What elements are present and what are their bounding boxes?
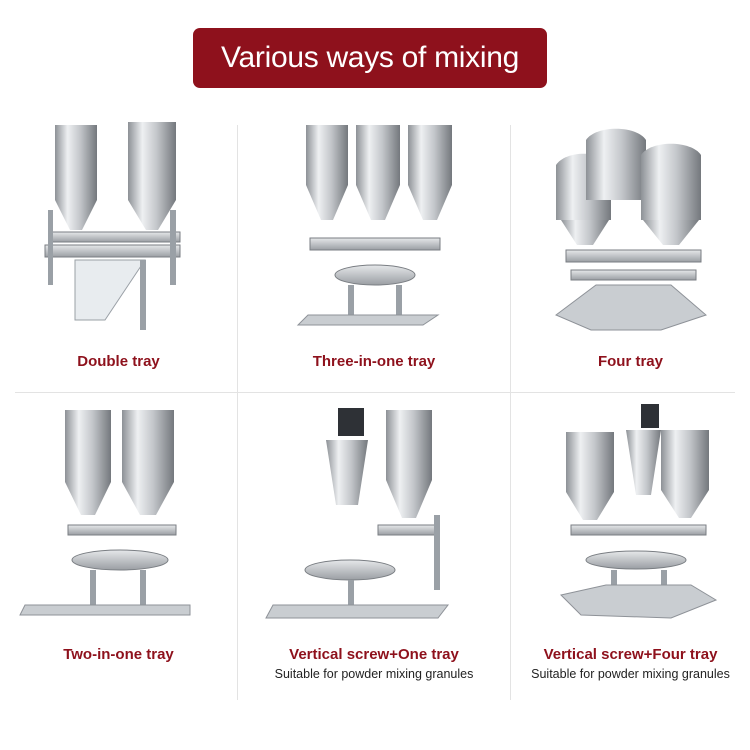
cell-label: Three-in-one tray — [312, 353, 436, 370]
cell-sublabel: Suitable for powder mixing granules — [274, 667, 474, 681]
cell-vertical-screw-one-tray: Vertical screw+One tray Suitable for pow… — [238, 400, 510, 700]
two-in-one-tray-machine-icon — [19, 410, 191, 616]
cell-label: Vertical screw+One tray — [289, 646, 459, 663]
cell-four-tray: Four tray — [511, 110, 750, 390]
vertical-screw-one-tray-machine-icon — [265, 408, 450, 619]
cell-two-in-one-tray: Two-in-one tray — [0, 400, 237, 680]
divider — [15, 392, 735, 393]
cell-double-tray: Double tray — [0, 110, 237, 390]
page-title: Various ways of mixing — [221, 41, 519, 74]
cell-three-in-one-tray: Three-in-one tray — [238, 110, 510, 390]
cell-sublabel: Suitable for powder mixing granules — [531, 667, 730, 681]
cell-label: Vertical screw+Four tray — [543, 646, 718, 663]
divider — [237, 125, 238, 700]
cell-vertical-screw-four-tray: Vertical screw+Four tray Suitable for po… — [511, 400, 750, 700]
four-tray-machine-icon — [555, 128, 707, 331]
double-tray-machine-icon — [44, 122, 181, 330]
cell-label: Double tray — [77, 353, 160, 370]
three-in-one-tray-machine-icon — [296, 125, 452, 326]
vertical-screw-four-tray-machine-icon — [560, 404, 718, 619]
title-banner: Various ways of mixing — [193, 28, 547, 88]
divider — [510, 125, 511, 700]
cell-label: Four tray — [597, 353, 663, 370]
cell-label: Two-in-one tray — [63, 646, 174, 663]
